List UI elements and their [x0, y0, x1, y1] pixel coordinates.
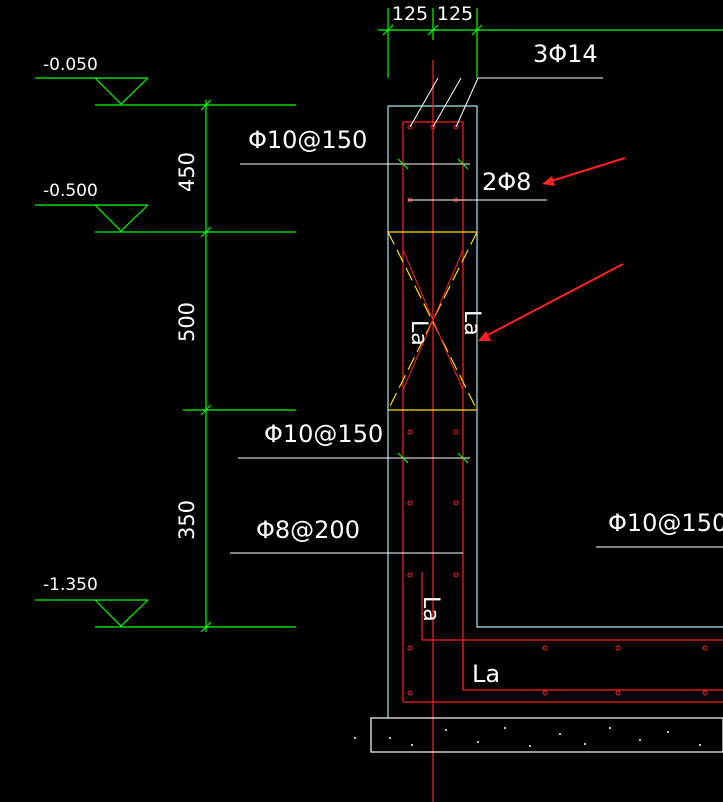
dim-top-left: 125 — [392, 3, 428, 25]
dim-seg-lower: 350 — [175, 500, 199, 540]
label-waist-bars: 2Φ8 — [482, 168, 531, 196]
label-slab-bars: Φ10@150 — [608, 509, 723, 537]
label-anchor-c: La — [418, 596, 443, 622]
label-anchor-a: La — [406, 320, 431, 346]
label-dist-bars: Φ8@200 — [256, 516, 360, 544]
concrete-outline — [387, 105, 723, 718]
blinding-slab — [354, 717, 723, 753]
opening-region — [387, 231, 478, 411]
label-top-bars: 3Φ14 — [533, 40, 598, 68]
label-stirrup-lower: Φ10@150 — [264, 420, 383, 448]
top-dimension: 125 125 — [378, 3, 723, 78]
level-marker-2: -0.500 — [35, 181, 296, 233]
annotation-arrow-2 — [478, 263, 624, 341]
level-marker-1: -0.050 — [35, 55, 296, 106]
label-stirrup-upper: Φ10@150 — [248, 126, 367, 154]
label-anchor-d: La — [472, 660, 500, 688]
stirrup-ticks — [397, 158, 469, 464]
opening-stirrups — [402, 249, 464, 391]
level-label-2: -0.500 — [43, 181, 98, 201]
vertical-dimension-chain: 450 500 350 — [175, 99, 212, 633]
dim-top-right: 125 — [437, 3, 473, 25]
dim-seg-middle: 500 — [175, 302, 199, 342]
rebar-cage — [402, 60, 723, 802]
level-label-3: -1.350 — [43, 575, 98, 595]
leader-lines — [230, 77, 723, 554]
level-marker-3: -1.350 — [35, 575, 296, 628]
label-anchor-b: La — [459, 310, 484, 336]
dim-seg-upper: 450 — [175, 152, 199, 192]
annotation-arrow-1 — [542, 157, 626, 186]
level-label-1: -0.050 — [43, 55, 98, 75]
